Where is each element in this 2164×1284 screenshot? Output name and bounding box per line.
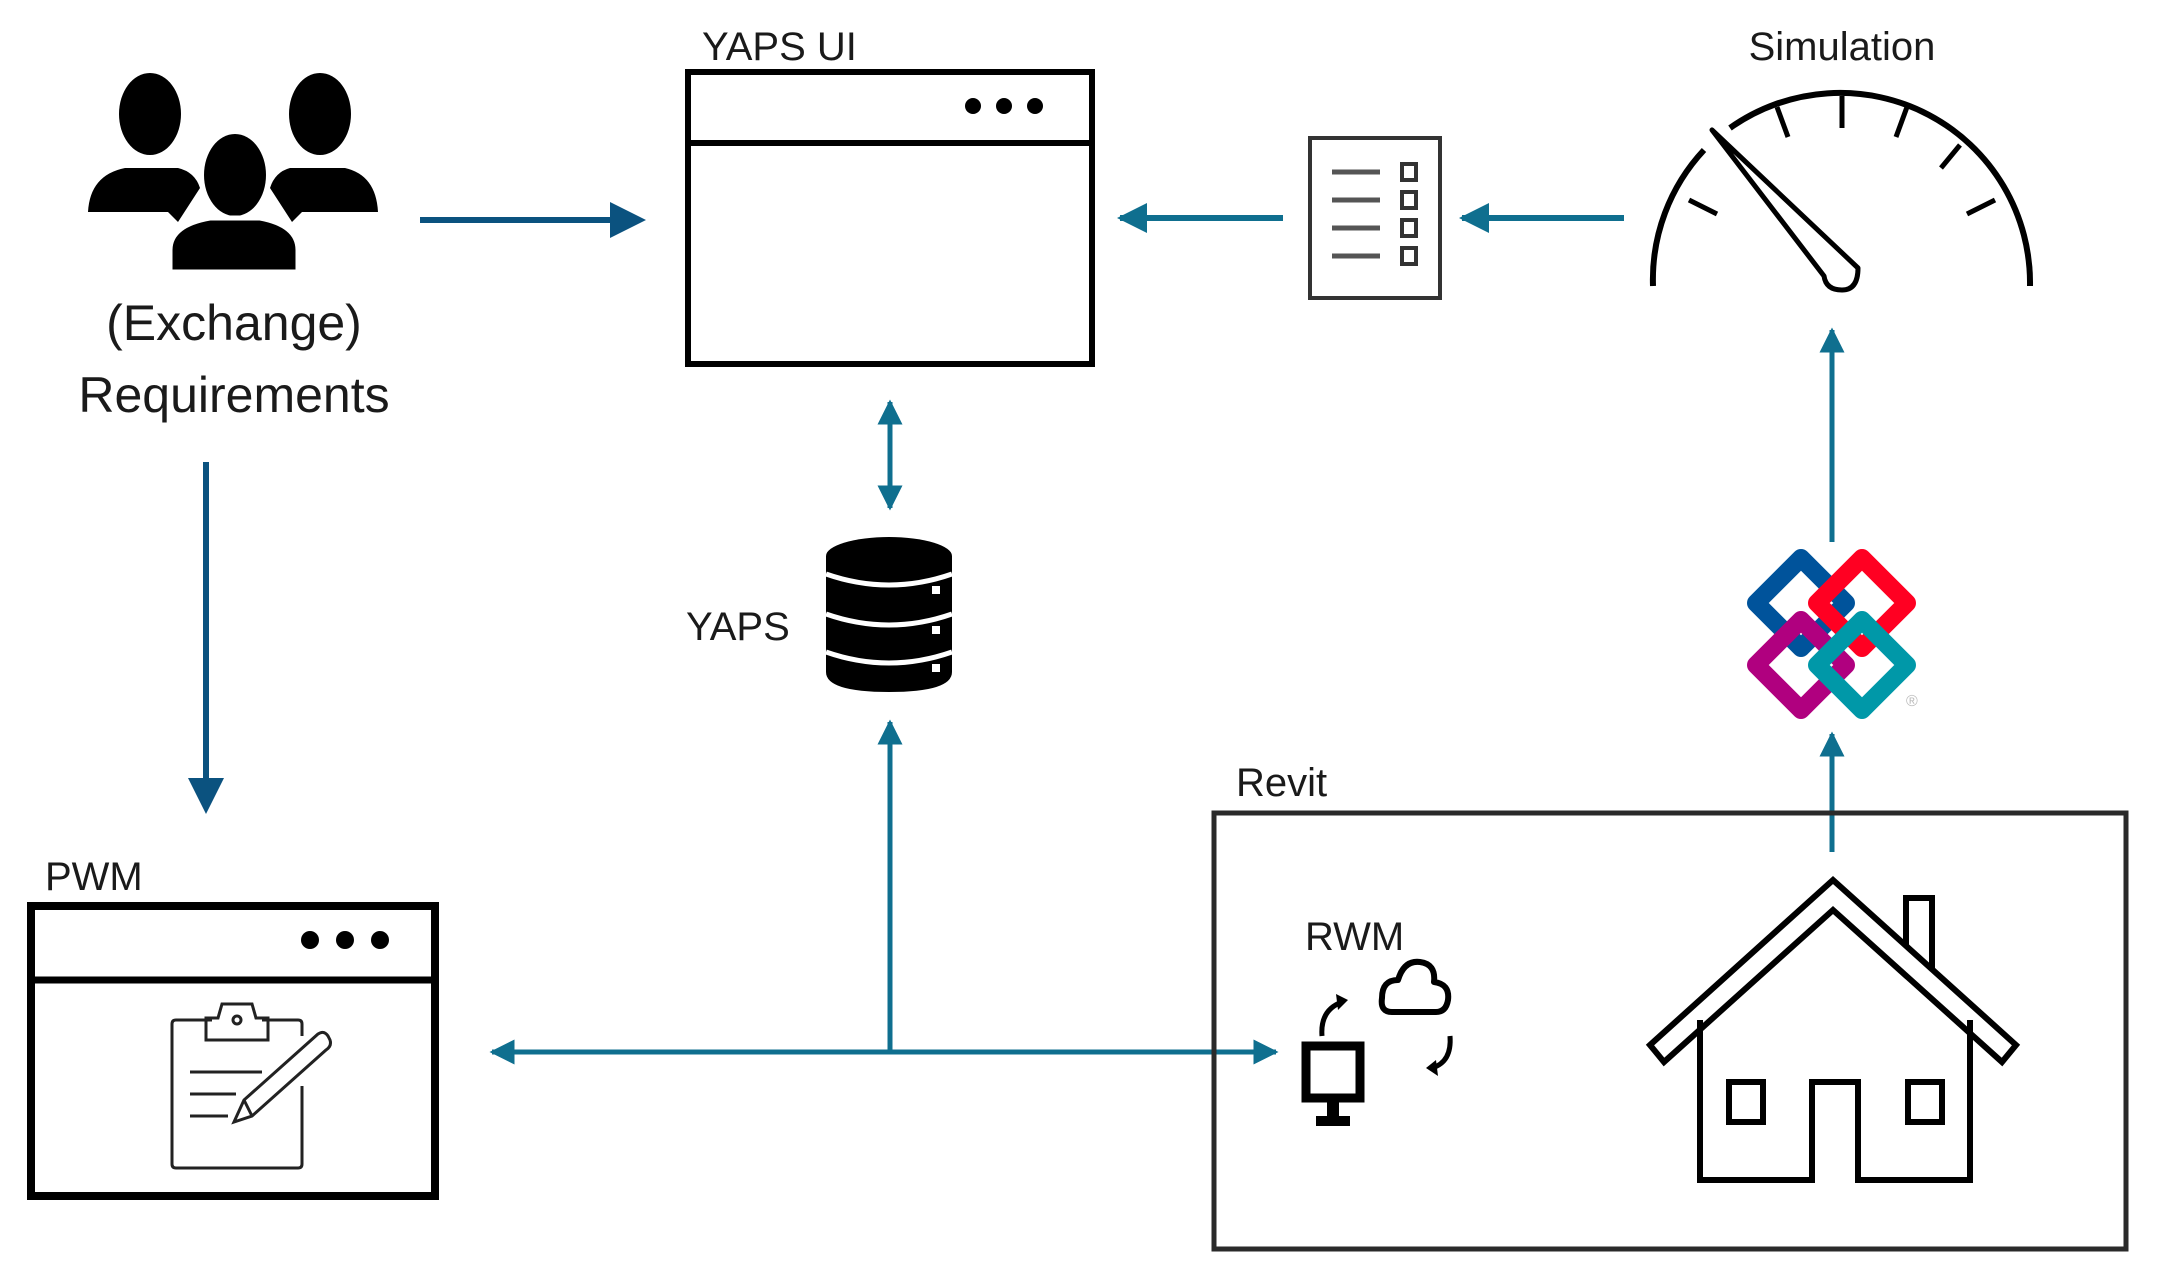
browser-window-icon [685,69,1095,367]
yaps-ui-label: YAPS UI [702,25,857,69]
simulation-node: Simulation [1649,25,2034,293]
computer-cloud-sync-icon [1301,958,1453,1126]
requirements-label-line1: (Exchange) [106,295,362,351]
house-icon [1645,875,2021,1183]
pwm-label: PWM [45,855,143,899]
simulation-label: Simulation [1749,25,1936,69]
yaps-ui-node: YAPS UI [685,25,1095,367]
revit-container: Revit [1211,761,2129,1252]
rwm-node: RWM [1301,915,1453,1126]
clipboard-edit-icon [170,1002,332,1170]
pwm-node: PWM [27,855,439,1200]
database-icon [825,537,953,692]
ifc-logo-icon: ® [1747,549,1918,719]
gauge-icon [1649,89,2034,293]
yaps-db-node: YAPS [686,537,953,692]
browser-window-icon [27,902,439,1200]
requirements-label-line2: Requirements [78,367,389,423]
rwm-label: RWM [1305,915,1404,959]
people-group-icon [88,73,378,275]
requirements-node: (Exchange) Requirements [78,73,390,423]
ifc-registered-mark: ® [1906,693,1918,710]
checklist-icon [1308,136,1442,300]
revit-label: Revit [1236,761,1327,805]
yaps-db-label: YAPS [686,605,790,649]
